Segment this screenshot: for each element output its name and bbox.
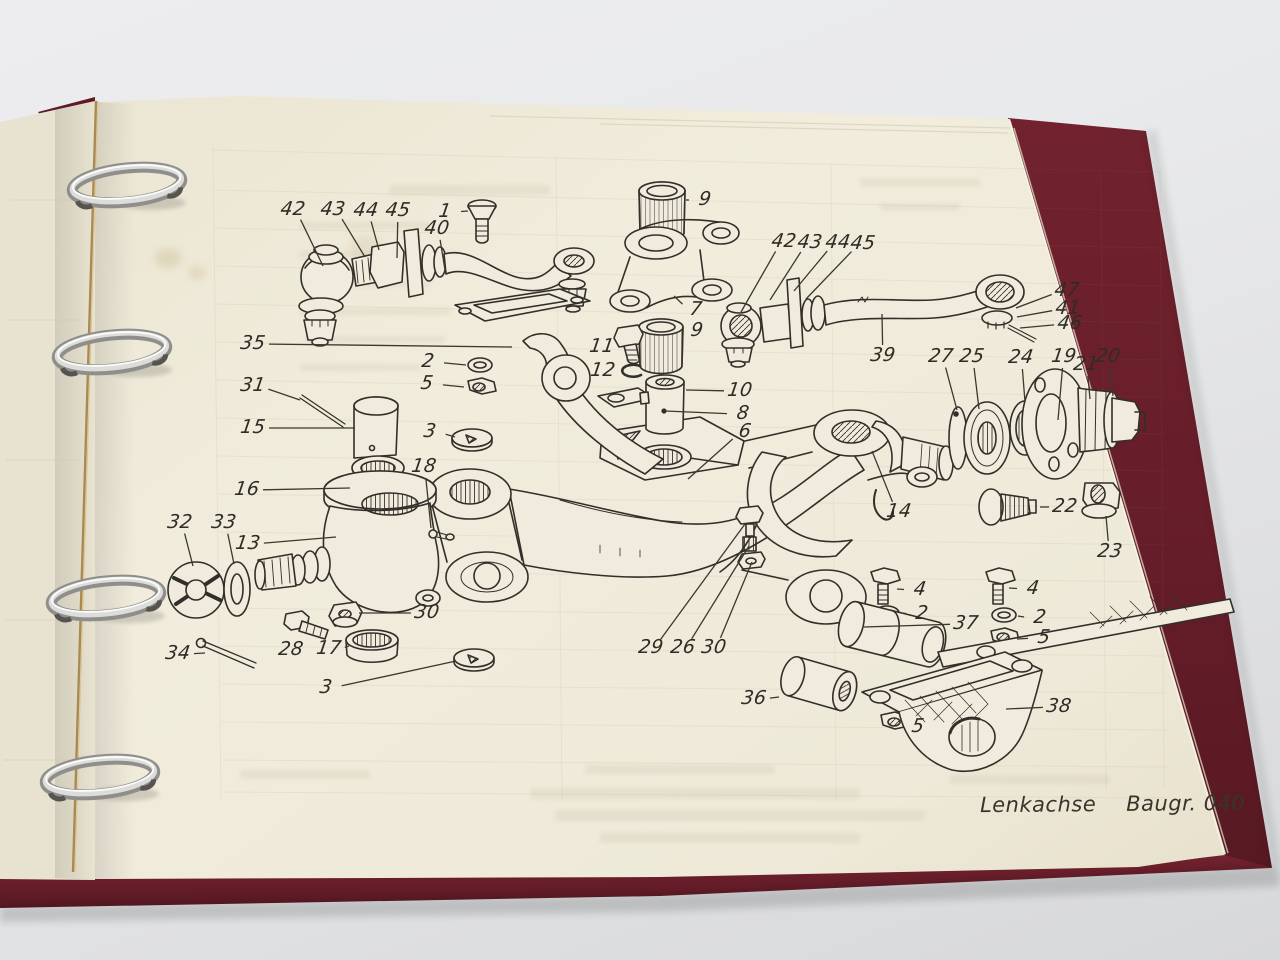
- nut-30-left: [328, 601, 363, 628]
- leader-line-39: [881, 313, 884, 346]
- leader-line-2: [443, 362, 467, 366]
- binder-ring-1: [66, 161, 188, 210]
- spine-cord: [71, 100, 98, 873]
- drawing: [167, 181, 1235, 772]
- leader-line-47: [1015, 293, 1053, 309]
- leader-line-37: [863, 623, 951, 628]
- leader-line-43: [341, 218, 366, 258]
- support-bracket-38: [861, 651, 1043, 772]
- leader-line-8: [664, 410, 728, 415]
- leader-line-35: [268, 343, 513, 348]
- cotter-pin-34: [202, 640, 257, 669]
- leader-line-45: [396, 221, 399, 259]
- leader-line-4: [896, 588, 905, 591]
- caption-group-number: Baugr. 040: [1126, 790, 1246, 816]
- leader-line-40: [439, 239, 446, 271]
- swan-neck-bracket: [522, 333, 664, 475]
- leader-line-29: [660, 523, 746, 640]
- leader-line-38: [1005, 706, 1044, 710]
- leader-line-5: [442, 384, 465, 388]
- steering-lever-bracket: [609, 218, 740, 313]
- leader-line-42: [300, 219, 324, 267]
- hub-nut: [1081, 482, 1121, 519]
- bushing-9-mid: [638, 318, 684, 375]
- needle-bearing-17: [345, 629, 399, 664]
- leader-line-2: [900, 612, 907, 615]
- leader-line-45: [805, 251, 852, 300]
- leader-line-43: [769, 251, 802, 301]
- caption-assembly-name: Lenkachse: [979, 792, 1097, 818]
- washer-33: [223, 561, 251, 617]
- pin-31: [299, 394, 346, 428]
- binder-ring-2: [51, 328, 173, 377]
- leader-line-32: [183, 533, 194, 567]
- leader-line-16: [262, 487, 351, 491]
- leader-line-18: [425, 477, 432, 529]
- right-tie-rod: [720, 274, 1037, 368]
- circlip-12: [620, 363, 643, 379]
- leader-line-25: [973, 367, 980, 410]
- bolt-11: [613, 324, 644, 365]
- binder-ring-3: [45, 574, 167, 623]
- leader-line-13: [263, 536, 337, 544]
- leader-line-46: [1019, 324, 1055, 329]
- left-knuckle: [254, 396, 455, 614]
- leader-line-42: [740, 251, 777, 313]
- leader-line-36: [769, 696, 780, 699]
- leader-line-10: [685, 389, 725, 392]
- axle-beam: [428, 448, 865, 603]
- spring-plate: [454, 288, 591, 322]
- leader-line-5: [1016, 637, 1029, 640]
- leader-line-41: [1016, 310, 1053, 318]
- leader-line-23: [1105, 515, 1109, 542]
- leader-line-17: [344, 645, 350, 649]
- leader-line-1: [460, 210, 469, 213]
- left-tie-rod: [298, 228, 595, 347]
- leader-line-19: [1057, 367, 1064, 421]
- bushing-9-top: [638, 181, 686, 242]
- leader-line-34: [193, 652, 206, 655]
- cap-disc-3-bottom: [453, 648, 495, 672]
- cap-disc-3-top: [451, 428, 493, 452]
- flat-bar: [937, 592, 1235, 668]
- leader-line-2: [1017, 615, 1025, 618]
- leader-line-3: [445, 433, 456, 438]
- cotter-pin-34-eye: [195, 637, 207, 649]
- binder-rings: [39, 161, 188, 802]
- leader-line-7: [673, 295, 683, 305]
- right-knuckle: [719, 409, 954, 625]
- leader-line-3: [341, 660, 457, 687]
- leader-line-26: [691, 545, 750, 640]
- leader-line-33: [227, 533, 235, 565]
- binder-ring-4: [39, 753, 161, 802]
- grease-plug: [978, 488, 1037, 526]
- leader-line-44: [370, 221, 380, 251]
- leader-line-20: [1109, 367, 1114, 397]
- leader-line-30: [719, 561, 753, 639]
- bushing-36: [780, 655, 858, 712]
- countersunk-bolt: [467, 199, 497, 244]
- leader-line-6: [687, 438, 734, 480]
- bolt-set-29-26-30: [735, 505, 766, 570]
- leader-line-24: [1021, 368, 1026, 403]
- leader-line-14: [871, 450, 894, 503]
- leader-lines: [183, 199, 1114, 710]
- leader-line-44: [793, 250, 828, 292]
- leader-line-4: [1008, 587, 1018, 590]
- leader-line-27: [944, 367, 958, 411]
- castle-nut-32: [167, 561, 225, 619]
- binder-cover: [0, 97, 1280, 922]
- bolt-28: [283, 610, 329, 640]
- leader-line-21: [1087, 375, 1091, 400]
- page-caption: Lenkachse Baugr. 040: [980, 791, 1245, 817]
- wheel-hub-parts: [948, 368, 1146, 480]
- leader-line-31: [268, 388, 301, 401]
